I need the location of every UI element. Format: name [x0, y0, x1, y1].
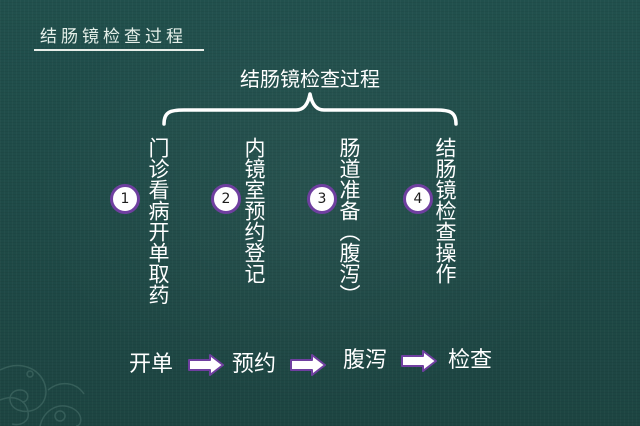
curly-brace: [162, 92, 458, 126]
right-arrow-icon: [188, 354, 224, 376]
step-text-4: 结肠镜检查操作: [433, 137, 457, 284]
floral-ornament: [0, 364, 85, 426]
header-underline: [34, 49, 204, 51]
step-text-3: 肠道准备（腹泻）: [337, 137, 361, 305]
step-text-2: 内镜室预约登记: [242, 137, 266, 284]
flow-item-3: 腹泻: [343, 348, 388, 373]
diagram-title: 结肠镜检查过程: [240, 67, 380, 91]
step-number-3: 3: [307, 184, 337, 214]
right-arrow-icon: [290, 354, 326, 376]
flow-item-4: 检查: [448, 348, 493, 373]
step-number-4: 4: [403, 184, 433, 214]
flow-item-1: 开单: [129, 352, 174, 377]
page-header-title: 结肠镜检查过程: [40, 27, 187, 47]
step-number-1: 1: [110, 184, 140, 214]
flow-item-2: 预约: [232, 352, 277, 377]
step-number-2: 2: [211, 184, 241, 214]
right-arrow-icon: [401, 350, 437, 372]
step-text-1: 门诊看病开单取药: [146, 137, 170, 305]
